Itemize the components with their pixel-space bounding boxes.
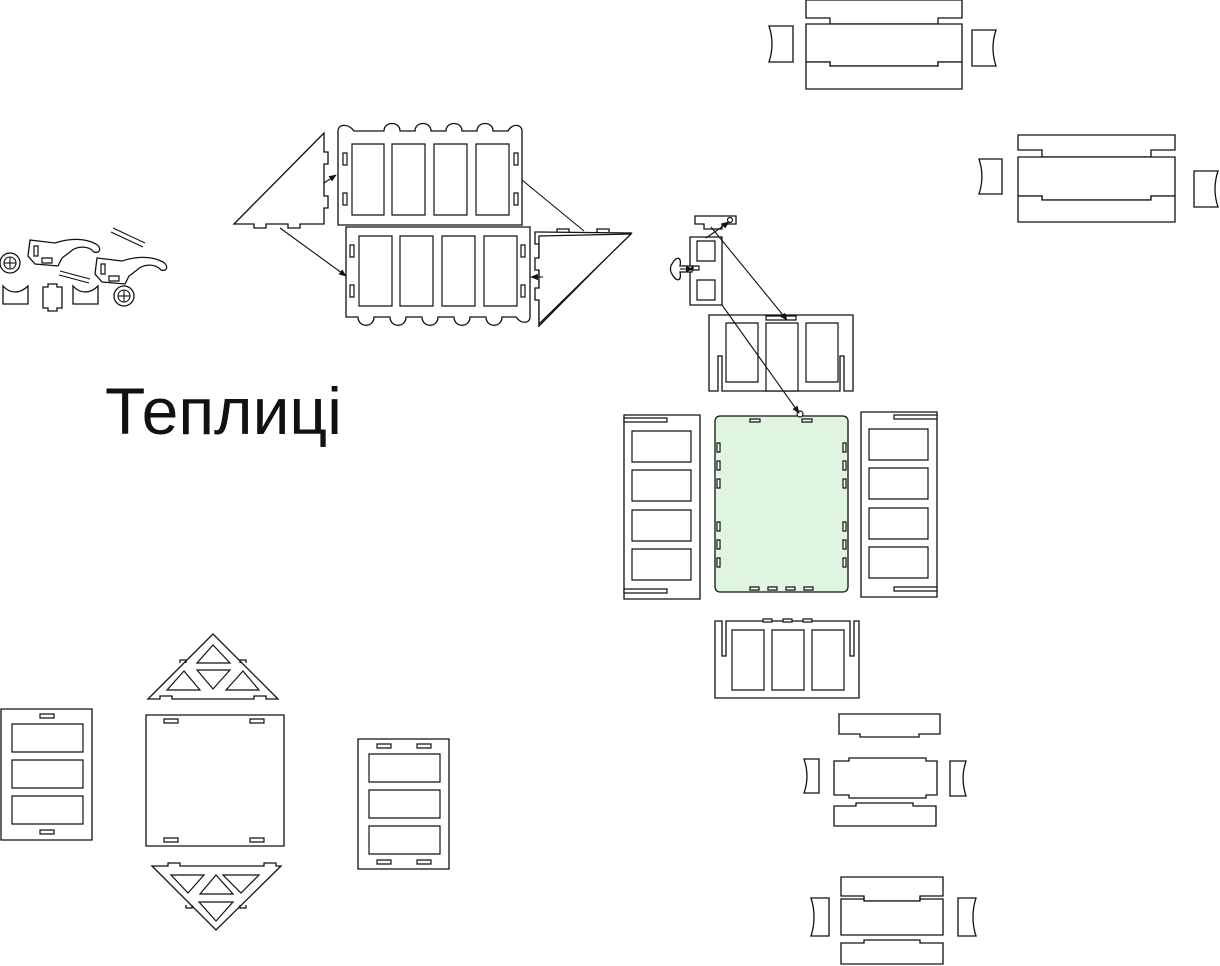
wall-assembly-arrows	[280, 175, 584, 281]
floor-plate	[146, 715, 284, 846]
roof-rail-set-top	[769, 0, 996, 89]
side-wall-lower	[346, 227, 530, 325]
side-wall-upper	[338, 124, 522, 226]
small-parts-cluster	[0, 228, 167, 311]
base-back-wall	[709, 315, 853, 391]
roof-rail-set-middle	[804, 714, 966, 826]
base-front-wall	[715, 619, 859, 698]
end-panel-left	[1, 709, 92, 840]
end-panel-right	[358, 739, 449, 869]
roof-rail-set-bottom	[811, 877, 976, 964]
roof-truss-top	[148, 634, 278, 699]
base-assembly-arrows	[680, 222, 799, 414]
base-left-wall	[624, 415, 700, 599]
page-title: Теплиці	[105, 374, 342, 448]
base-floor-panel	[715, 411, 848, 592]
door-small-parts	[671, 216, 737, 305]
gable-left	[234, 133, 328, 228]
roof-truss-bottom	[152, 863, 281, 930]
base-right-wall	[861, 412, 937, 597]
gable-right	[535, 229, 631, 326]
roof-rail-set-right	[979, 135, 1218, 222]
